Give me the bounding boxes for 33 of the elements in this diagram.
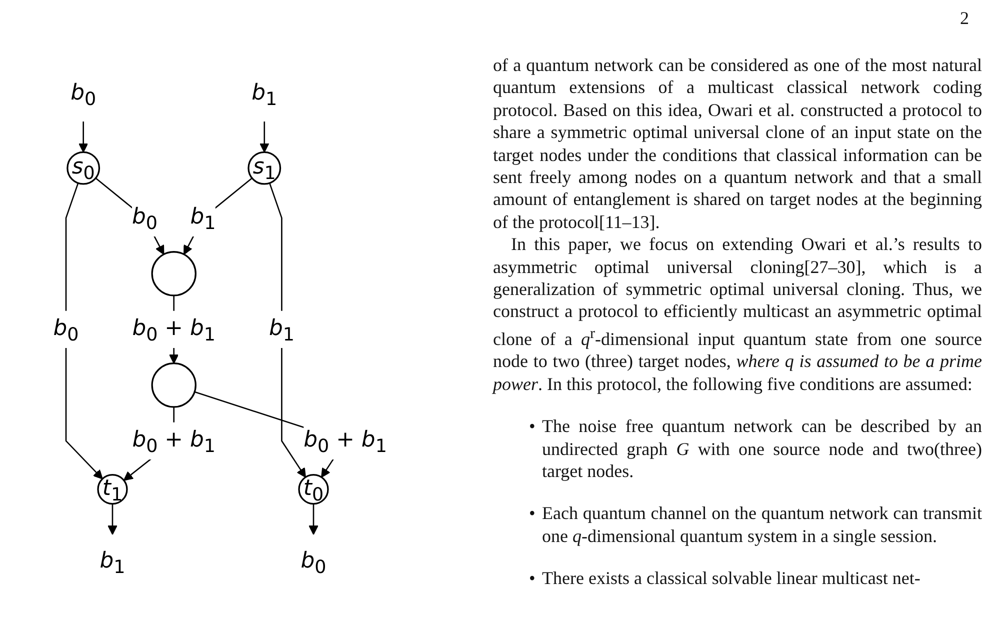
edge-label: b$_{0}$ + b$_{1}$	[132, 314, 216, 345]
bullet-marker: •	[529, 567, 536, 590]
node-circle	[151, 362, 196, 408]
edge-label: b$_{0}$ + b$_{1}$	[132, 426, 216, 456]
arrow	[260, 122, 270, 153]
node-text: b$_{1}$	[252, 78, 278, 110]
page-number: 2	[960, 8, 969, 29]
bullet-marker: •	[529, 502, 536, 526]
list-item: There exists a classical solvable linear multicast net-	[542, 567, 922, 590]
edge-label: b$_{0}$	[53, 314, 79, 345]
paragraph: In this paper, we focus on extending Owari et al.’s results to asymmetric optimal universal cloning[27–30], which is a generalization of symmetric optimal universal cloning. Thus, we construct a protocol to efficiently multicast an asymmetric optimal clone of a q$^{r}$-dimensional input quantum state from one source node to two (three) target nodes, where q is assumed to be a prime power. In this protocol, the following five conditions are assumed:	[493, 233, 982, 396]
arrow	[78, 122, 88, 153]
node-text: b$_{1}$	[100, 546, 126, 578]
node-circle: s$_{1}$	[248, 151, 282, 185]
paragraph: of a quantum network can be considered as one of the most natural quantum extensions of a multicast classical network coding protocol. Based on this idea, Owari et al. constructed a protocol to share a symmetric optimal universal clone of an input state on the target nodes under the conditions that classical information can be sent freely among nodes on a quantum network and that a small amount of entanglement is shared on target nodes at the beginning of the protocol[11–13].	[493, 54, 982, 234]
list-item: Each quantum channel on the quantum network can transmit one q-dimensional quantum system in a single session.	[542, 502, 982, 548]
arrow	[95, 178, 164, 255]
node-circle: t$_{1}$	[97, 474, 128, 505]
edge-label: b$_{1}$	[190, 202, 216, 234]
edge-label: b$_{1}$	[268, 314, 294, 345]
node-circle: s$_{0}$	[66, 151, 100, 185]
node-circle	[151, 251, 196, 296]
arrow	[184, 178, 252, 255]
node-text: b$_{0}$	[300, 546, 326, 578]
arrow	[308, 504, 318, 535]
list-item: The noise free quantum network can be described by an undirected graph G with one source node and two(three) target nodes.	[542, 415, 982, 482]
bullet-marker: •	[529, 415, 536, 438]
node-text: b$_{0}$	[70, 78, 96, 110]
arrow	[268, 182, 306, 478]
arrow	[108, 504, 118, 535]
node-circle: t$_{0}$	[298, 474, 329, 505]
edge-label: b$_{0}$ + b$_{1}$	[304, 426, 387, 456]
edge-label: b$_{0}$	[132, 202, 158, 234]
